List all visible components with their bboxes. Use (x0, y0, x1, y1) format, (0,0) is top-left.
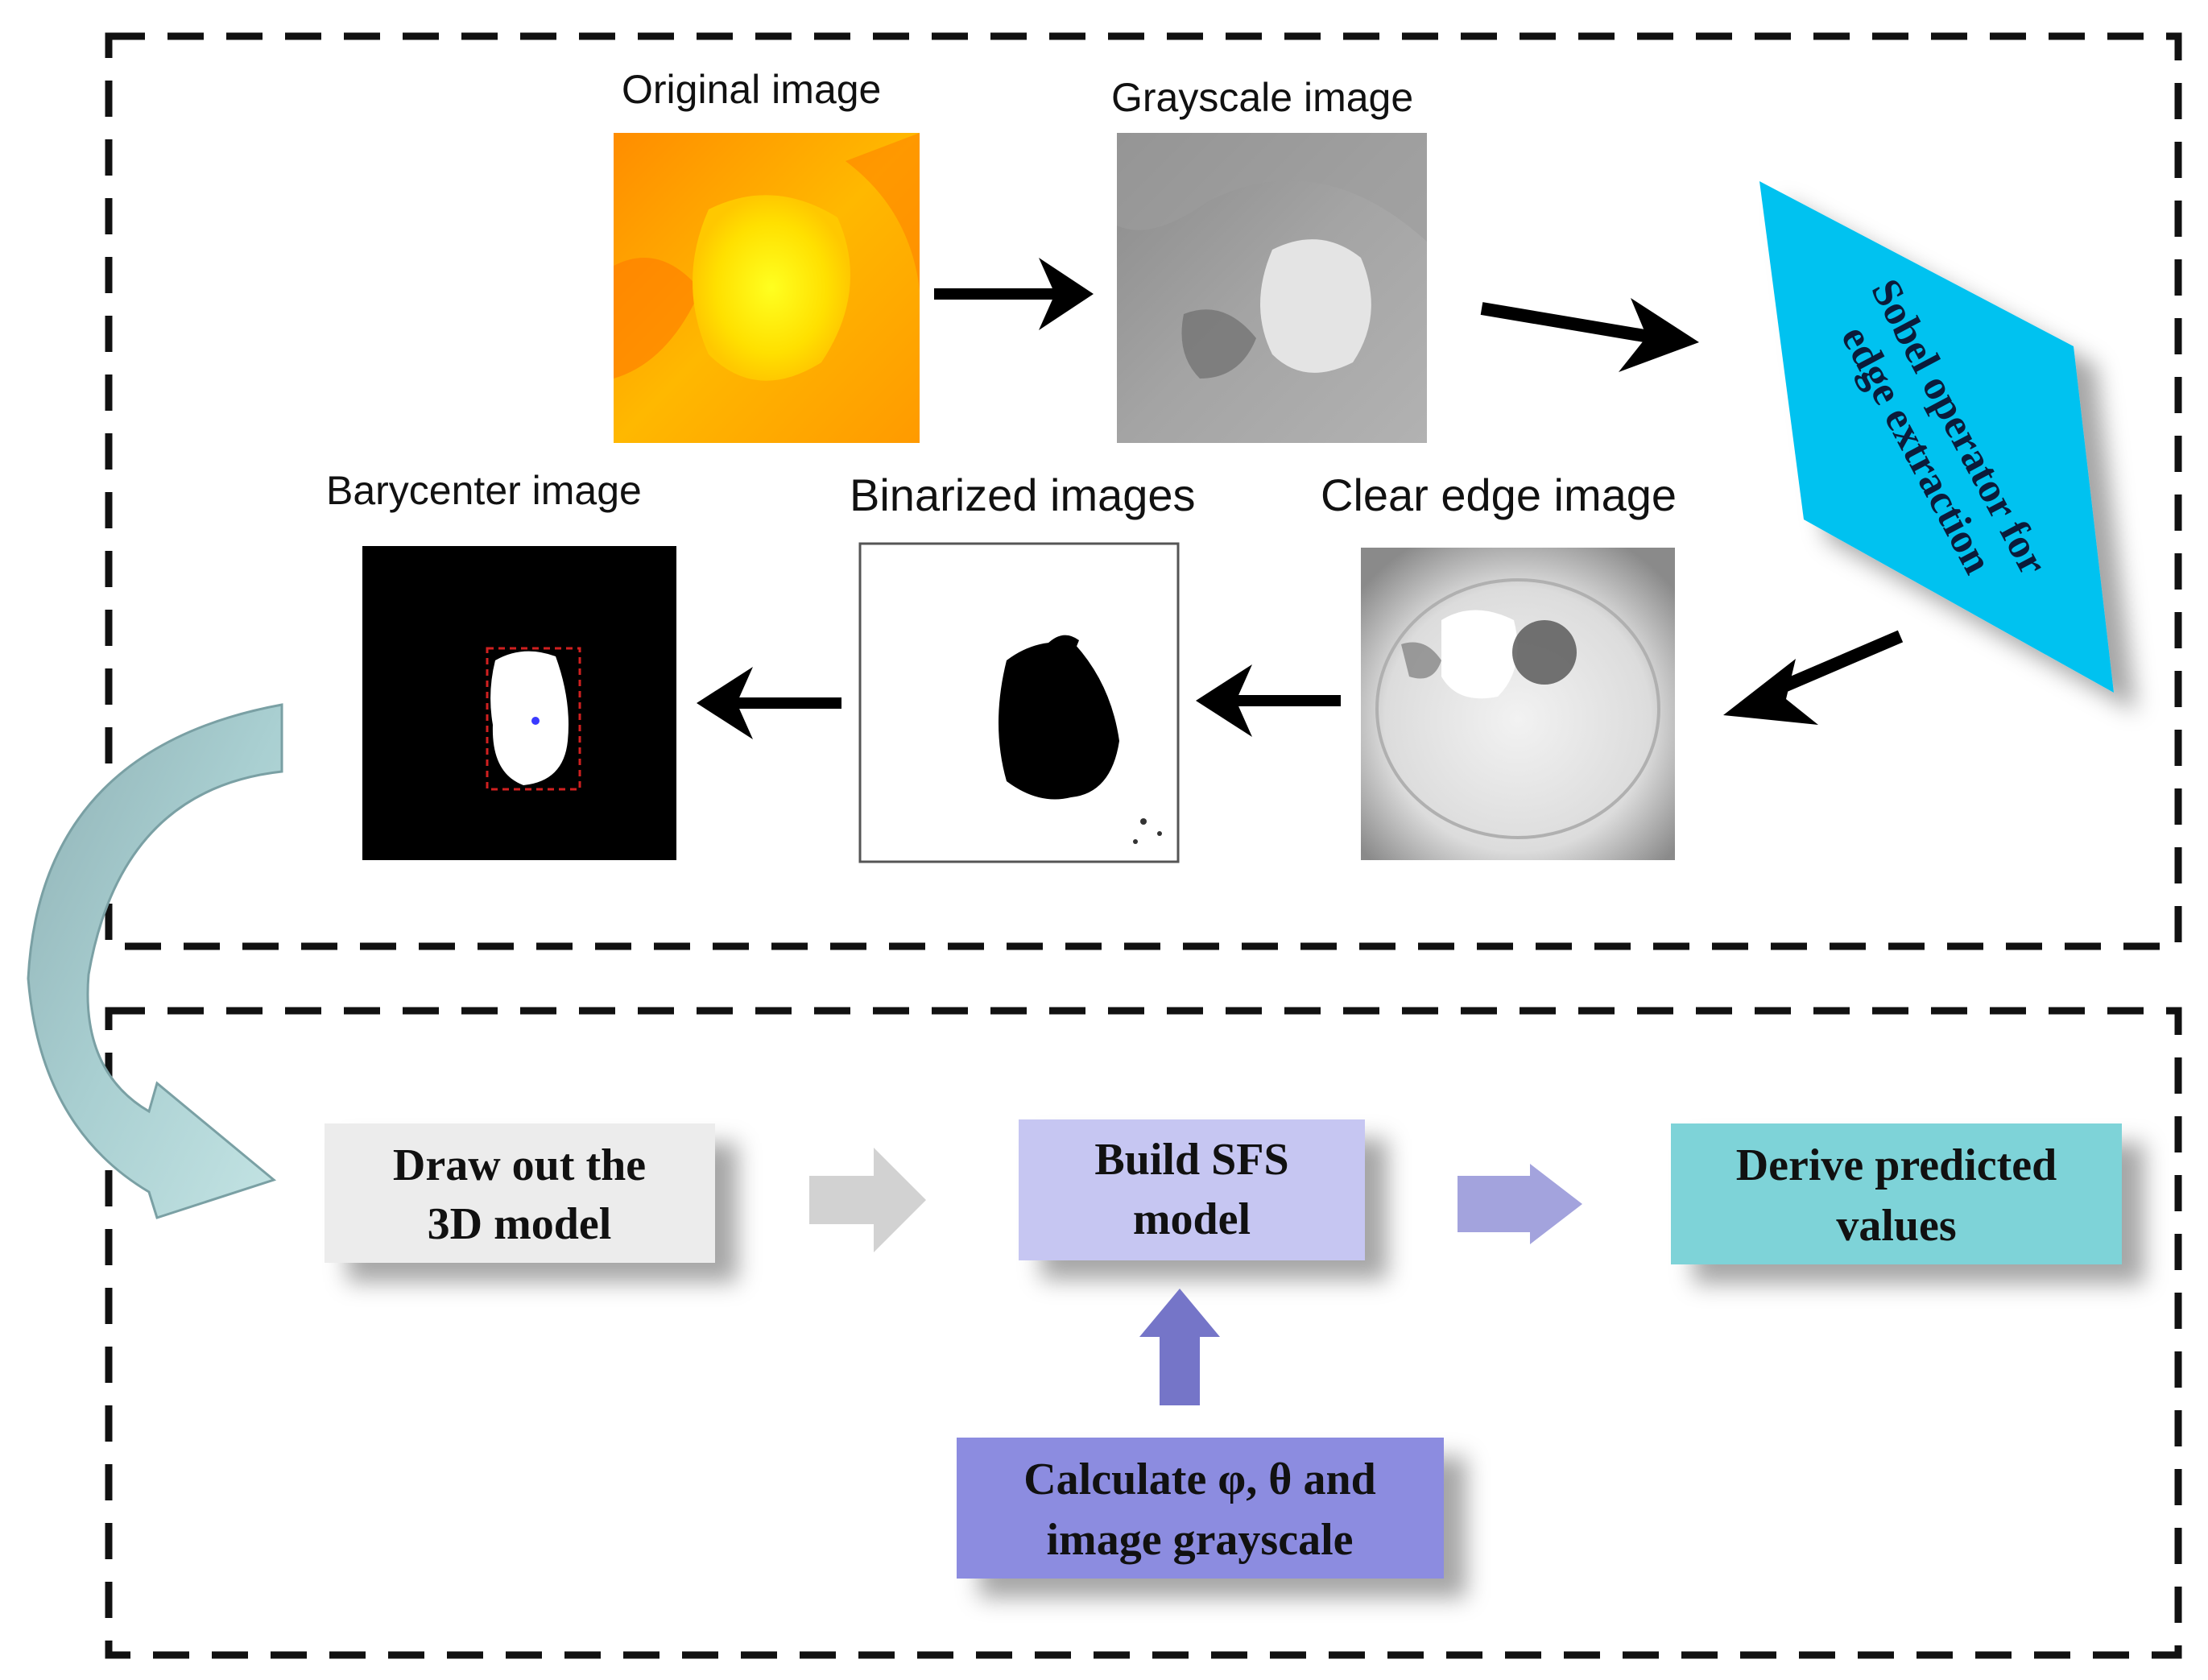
build-line2: model (1133, 1194, 1251, 1244)
grayscale-image-thumbnail (1117, 133, 1427, 443)
build-line1: Build SFS (1094, 1135, 1288, 1185)
arrow-calculate-to-build (1139, 1289, 1220, 1405)
derive-predicted-values-box (1671, 1123, 2122, 1264)
arrow-sobel-to-clear-edge (1723, 630, 1904, 725)
draw-3d-model-box (325, 1123, 715, 1263)
draw-line1: Draw out the (393, 1140, 646, 1190)
derive-line1: Derive predicted (1736, 1140, 2057, 1190)
arrow-clear-edge-to-binarized (1196, 664, 1341, 737)
calculate-line2: image grayscale (1047, 1515, 1354, 1565)
derive-line2: values (1836, 1201, 1956, 1251)
arrow-build-to-derive (1458, 1164, 1582, 1244)
top-panel-border (105, 32, 2182, 950)
label-barycenter-image: Barycenter image (326, 468, 642, 513)
barycenter-image-thumbnail (362, 546, 676, 860)
arrow-original-to-grayscale (934, 258, 1094, 330)
label-clear-edge-image: Clear edge image (1321, 470, 1677, 520)
label-binarized-images: Binarized images (850, 470, 1196, 520)
original-image-thumbnail (614, 133, 920, 443)
arrow-draw-to-build (809, 1148, 926, 1252)
build-sfs-model-box (1019, 1119, 1365, 1260)
sobel-operator-shape (1759, 181, 2114, 693)
arrow-grayscale-to-sobel (1480, 298, 1699, 372)
bottom-panel-border (105, 1007, 2182, 1659)
calculate-box (957, 1438, 1444, 1579)
draw-line2: 3D model (428, 1199, 612, 1249)
label-original-image: Original image (622, 67, 882, 112)
binarized-image-thumbnail (858, 542, 1180, 863)
label-grayscale-image: Grayscale image (1111, 75, 1414, 120)
curved-arrow-to-3d-model (27, 703, 283, 1219)
calculate-line1: Calculate φ, θ and (1023, 1454, 1376, 1504)
clear-edge-image-thumbnail (1361, 548, 1675, 860)
arrow-binarized-to-barycenter (697, 667, 841, 739)
